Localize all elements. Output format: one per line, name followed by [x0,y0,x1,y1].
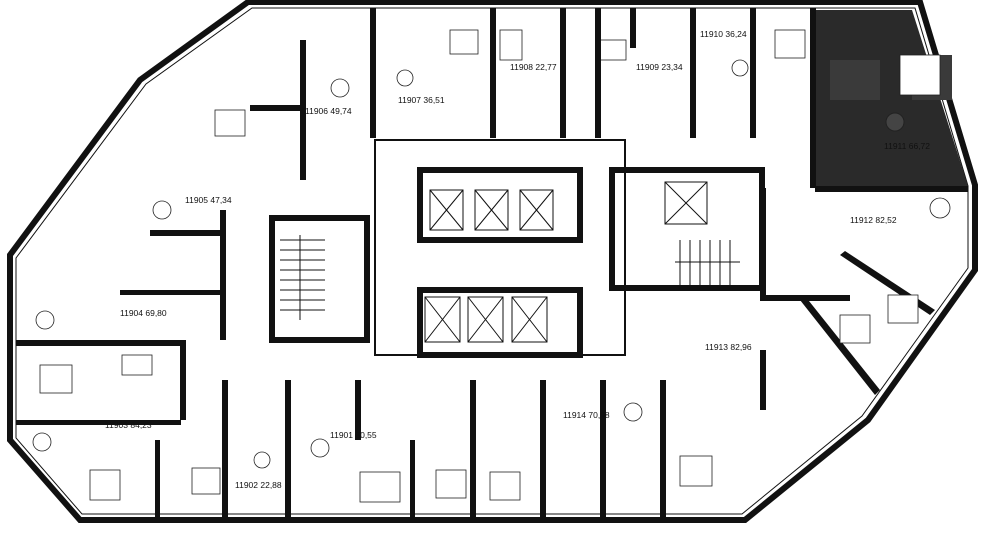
apartment-11906-label[interactable]: 11906 49,74 [305,106,352,116]
apartment-11907-label[interactable]: 11907 36,51 [398,95,445,105]
apartment-11904-label[interactable]: 11904 69,80 [120,308,167,318]
apartment-11913-label[interactable]: 11913 82,96 [705,342,752,352]
apartment-11911-label[interactable]: 11911 66,72 [884,141,930,151]
apartment-11903-label[interactable]: 11903 84,23 [105,420,152,430]
building-outline [7,0,978,523]
apartment-11914-label[interactable]: 11914 70,98 [563,410,610,420]
apartment-11902-label[interactable]: 11902 22,88 [235,480,282,490]
apartment-11911-highlight[interactable] [815,10,968,186]
apartment-11909-label[interactable]: 11909 23,34 [636,62,683,72]
apartment-11901-label[interactable]: 11901 60,55 [330,430,377,440]
apartment-11912-label[interactable]: 11912 82,52 [850,215,897,225]
apartment-labels: 11901 60,55 11902 22,88 11903 84,23 1190… [105,29,930,490]
apartment-11910-label[interactable]: 11910 36,24 [700,29,747,39]
interior-walls [16,8,968,520]
apartment-11905-label[interactable]: 11905 47,34 [185,195,232,205]
apartment-11908-label[interactable]: 11908 22,77 [510,62,557,72]
furniture [32,29,951,503]
